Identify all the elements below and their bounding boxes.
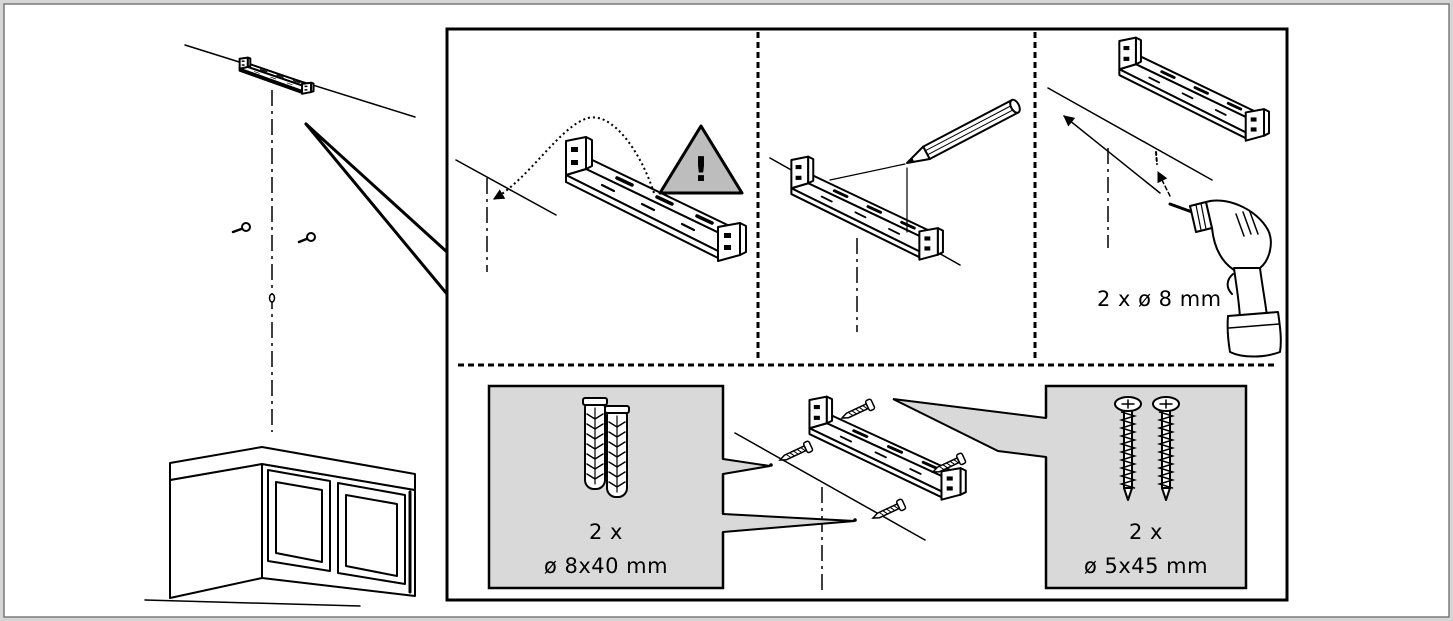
- pencil-icon: [906, 98, 1021, 164]
- wall-plug-icon: [582, 397, 608, 490]
- screw-icon: [1152, 396, 1180, 501]
- placement-arrow: [493, 116, 655, 200]
- overview-scene: [144, 44, 449, 607]
- screw-callout-box: [1044, 384, 1248, 590]
- chuck-ridge: [1195, 204, 1202, 231]
- wall-plug-callout: 2 x ø 8x40 mm: [487, 384, 856, 590]
- cabinet-countertop: [169, 446, 416, 491]
- screw-head: [241, 222, 251, 232]
- cabinet-door-right-panel: [345, 494, 398, 577]
- warning-triangle: [658, 124, 744, 195]
- wall-plug-quantity: 2 x: [589, 520, 623, 544]
- drill-icon: [1168, 199, 1282, 358]
- drill-trigger: [1226, 273, 1234, 295]
- callout-tail: [892, 398, 1047, 458]
- drill-battery: [1226, 311, 1282, 358]
- wall-plug-size: ø 8x40 mm: [544, 554, 668, 578]
- drill-bit: [1168, 202, 1194, 214]
- screw-callout: 2 x ø 5x45 mm: [892, 384, 1248, 590]
- detail-callout: [304, 122, 449, 296]
- screw-icon: [1114, 396, 1142, 501]
- callout-tail-fill: [721, 459, 770, 474]
- drill-hole-arrow: [1157, 171, 1171, 197]
- kitchen-cabinet: [144, 446, 416, 607]
- warning-symbol: !: [693, 150, 709, 190]
- plug-collar: [582, 397, 608, 406]
- callout-line-top: [304, 122, 449, 254]
- plug-collar: [604, 405, 630, 414]
- plug-ribs: [586, 413, 604, 480]
- battery-seam: [1228, 323, 1280, 329]
- wall-line: [455, 159, 557, 216]
- wall-screw-right: [297, 232, 316, 244]
- floor-line: [144, 599, 361, 607]
- drill-hole-spec: 2 x ø 8 mm: [1097, 287, 1222, 311]
- screw-thread: [1156, 411, 1176, 489]
- pencil-end: [1009, 98, 1021, 114]
- wall-plug-icon: [604, 405, 630, 498]
- drill-vent: [1235, 213, 1245, 237]
- marking-line: [829, 163, 906, 181]
- cabinet-left-panel: [169, 463, 263, 599]
- axis-marker: [268, 293, 276, 303]
- pencil-facet: [927, 107, 1017, 156]
- screw-thread: [1118, 411, 1138, 489]
- drill-body: [1205, 199, 1272, 271]
- plug-ribs: [608, 421, 626, 488]
- wall-line: [734, 432, 926, 541]
- callout-tail-fill: [721, 514, 855, 532]
- step-drill-holes: 2 x ø 8 mm: [1047, 36, 1282, 358]
- step-position-bracket: !: [455, 116, 748, 272]
- screw-tip: [1123, 487, 1133, 501]
- step-fix-bracket: 2 x ø 8x40 mm: [487, 384, 1248, 592]
- callout-tail: [722, 458, 771, 475]
- pencil-facet: [925, 103, 1015, 152]
- screw-tip: [1161, 487, 1171, 501]
- pencil-lead: [907, 157, 915, 163]
- wall-line: [1047, 87, 1213, 181]
- step-mark-holes: [769, 98, 1021, 332]
- screw-quantity: 2 x: [1129, 520, 1163, 544]
- panel-separators: [458, 32, 1276, 367]
- warning-triangle-icon: !: [658, 124, 744, 195]
- cabinet-door-left-panel: [275, 481, 323, 563]
- callout-tail: [722, 513, 856, 533]
- drill-vent: [1242, 211, 1252, 235]
- chuck-ridge: [1200, 202, 1207, 230]
- drill-vent: [1249, 211, 1259, 235]
- drill-direction-arrow: [1063, 115, 1161, 194]
- hole-mark: [1155, 151, 1158, 165]
- callout-line-bottom: [304, 122, 449, 296]
- screw-size: ø 5x45 mm: [1084, 554, 1208, 578]
- wall-screw-left: [231, 222, 251, 234]
- screw-head: [306, 232, 316, 242]
